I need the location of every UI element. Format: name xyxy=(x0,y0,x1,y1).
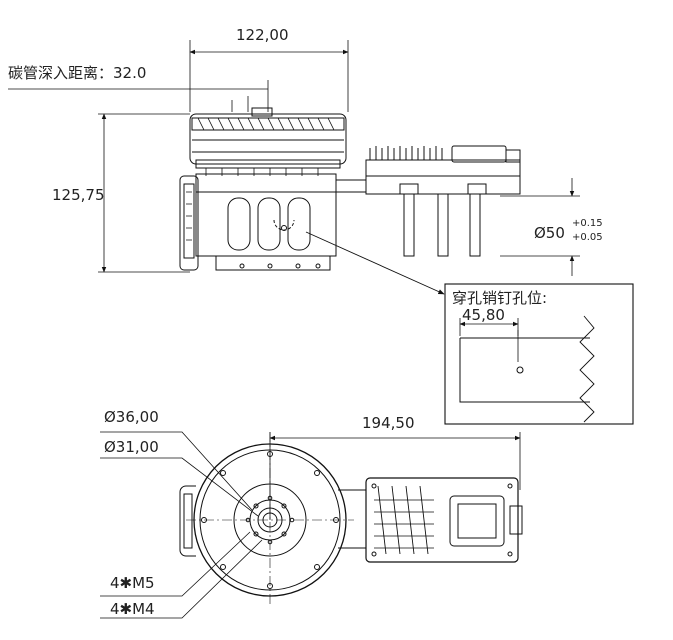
width-dimension-label: 122,00 xyxy=(236,26,289,44)
diameter-36-label: Ø36,00 xyxy=(104,408,159,426)
tolerance-upper-label: +0.15 xyxy=(572,218,603,229)
clamp-diameter-label: Ø50 xyxy=(534,224,565,242)
thread-m5-label: 4✱M5 xyxy=(110,574,155,592)
tolerance-lower-label: +0.05 xyxy=(572,232,603,243)
pin-offset-dimension-label: 45,80 xyxy=(462,306,505,324)
detail-title: 穿孔销钉孔位: xyxy=(452,289,547,307)
diameter-31-label: Ø31,00 xyxy=(104,438,159,456)
height-dimension-label: 125,75 xyxy=(52,186,105,204)
span-dimension-label: 194,50 xyxy=(362,414,415,432)
thread-m4-label: 4✱M4 xyxy=(110,600,155,618)
carbon-tube-depth-label: 碳管深入距离：32.0 xyxy=(8,64,146,82)
